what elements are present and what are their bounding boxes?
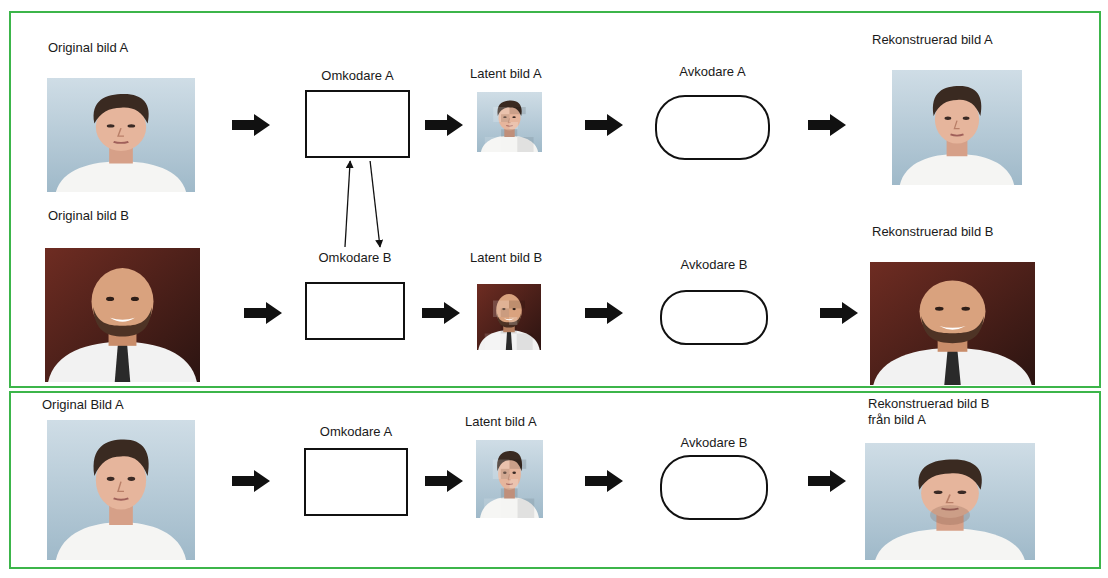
rounded-outline [660, 455, 768, 520]
image-caption: Original bild A [48, 40, 128, 56]
decoder-box: Avkodare B [660, 257, 768, 345]
image-caption: Latent bild A [470, 66, 542, 82]
flow-arrow [232, 114, 858, 492]
connector-arrow [345, 161, 350, 247]
encoder-box: Omkodare A [304, 424, 408, 516]
node-heading: Omkodare A [305, 68, 410, 84]
encoder-box: Omkodare A [305, 68, 410, 158]
rounded-outline [660, 290, 768, 345]
image-caption: Rekonstruerad bild B [872, 224, 993, 240]
rect-outline [305, 90, 410, 158]
image-caption: Rekonstruerad bild A [872, 32, 993, 48]
node-heading: Omkodare B [305, 250, 405, 266]
photo [45, 70, 1035, 560]
panel-border [10, 12, 1100, 387]
rect-outline [304, 448, 408, 516]
node-heading: Omkodare A [304, 424, 408, 440]
rect-outline [305, 282, 405, 340]
image-caption: Original bild B [48, 208, 129, 224]
node-heading: Avkodare B [660, 257, 768, 273]
image-caption: Rekonstruerad bild B från bild A [868, 396, 1008, 428]
panel-border [10, 392, 1100, 568]
connector-arrow [370, 161, 380, 247]
image-caption: Latent bild B [470, 250, 542, 266]
image-caption: Original Bild A [42, 397, 124, 413]
decoder-box: Avkodare A [655, 64, 770, 160]
encoder-box: Omkodare B [305, 250, 405, 340]
node-heading: Avkodare B [660, 435, 768, 451]
decoder-box: Avkodare B [660, 435, 768, 520]
rounded-outline [655, 95, 770, 160]
node-heading: Avkodare A [655, 64, 770, 80]
image-caption: Latent bild A [465, 414, 537, 430]
